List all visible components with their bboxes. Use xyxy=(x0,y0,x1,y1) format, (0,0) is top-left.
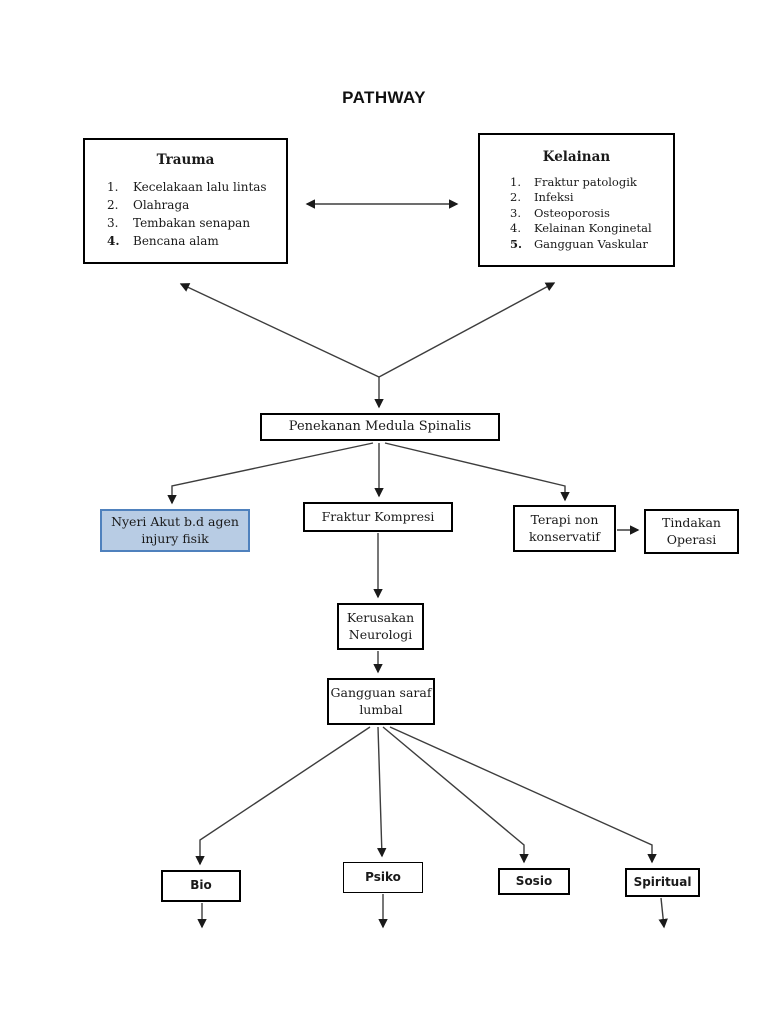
list-item: Tembakan senapan xyxy=(133,215,251,230)
list-item: Kelainan Konginetal xyxy=(534,221,652,236)
node-nyeri-akut-highlighted: Nyeri Akut b.d agen injury fisik xyxy=(100,509,250,552)
arrow-converge-trauma xyxy=(179,283,380,378)
node-spiritual: Spiritual xyxy=(625,868,700,897)
arrow-gangguan-spiritual xyxy=(389,726,657,864)
node-kelainan-list: Fraktur patologik Infeksi Osteoporosis K… xyxy=(480,175,673,253)
node-trauma-title: Trauma xyxy=(156,152,215,168)
node-trauma: Trauma Kecelakaan lalu lintas Olahraga T… xyxy=(83,138,288,264)
page-title: PATHWAY xyxy=(342,88,426,107)
list-item: Infeksi xyxy=(534,190,574,205)
list-item: Bencana alam xyxy=(133,233,219,248)
list-item: Kecelakaan lalu lintas xyxy=(133,179,267,194)
node-penekanan-medula-spinalis: Penekanan Medula Spinalis xyxy=(260,413,500,441)
arrow-penekanan-terapi xyxy=(384,442,570,502)
arrow-below-spiritual xyxy=(658,897,668,929)
list-item: Fraktur patologik xyxy=(534,174,637,189)
arrow-converge-kelainan xyxy=(378,282,556,378)
list-item: Gangguan Vaskular xyxy=(534,236,648,251)
node-bio: Bio xyxy=(161,870,241,902)
node-psiko: Psiko xyxy=(343,862,423,893)
node-kelainan-title: Kelainan xyxy=(542,149,611,165)
node-sosio: Sosio xyxy=(498,868,570,895)
node-gangguan-saraf-lumbal: Gangguan saraf lumbal xyxy=(327,678,435,725)
list-item: Osteoporosis xyxy=(534,205,610,220)
arrow-penekanan-nyeri xyxy=(167,442,374,505)
node-kelainan: Kelainan Fraktur patologik Infeksi Osteo… xyxy=(478,133,675,267)
node-fraktur-kompresi: Fraktur Kompresi xyxy=(303,502,453,532)
node-terapi-non-konservatif: Terapi non konservatif xyxy=(513,505,616,552)
node-tindakan-operasi: Tindakan Operasi xyxy=(644,509,739,554)
node-trauma-list: Kecelakaan lalu lintas Olahraga Tembakan… xyxy=(85,178,286,250)
arrow-gangguan-bio xyxy=(195,726,371,866)
list-item: Olahraga xyxy=(133,197,190,212)
arrow-gangguan-sosio xyxy=(382,726,529,864)
arrow-gangguan-psiko xyxy=(377,726,387,858)
node-kerusakan-neurologi: Kerusakan Neurologi xyxy=(337,603,424,650)
